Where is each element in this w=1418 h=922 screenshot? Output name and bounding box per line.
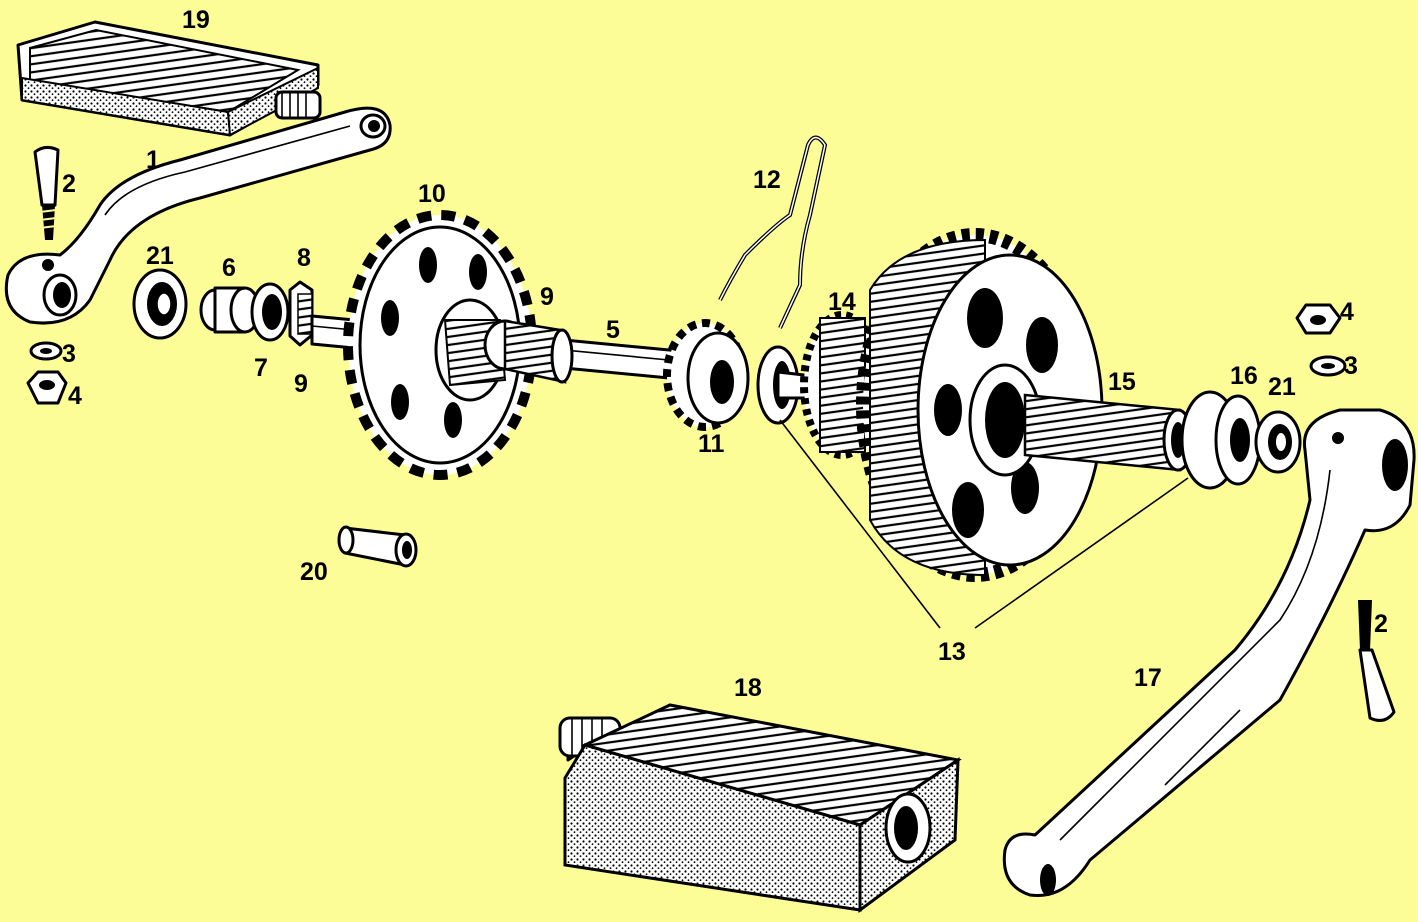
pedal-bottom <box>558 703 962 913</box>
bearing-cup-right <box>1180 390 1262 490</box>
label-15: 15 <box>1108 368 1136 396</box>
label-18: 18 <box>734 674 762 702</box>
label-4-right: 4 <box>1340 298 1354 326</box>
leader-lines <box>779 419 1241 786</box>
nut-left <box>26 370 68 405</box>
label-16: 16 <box>1230 362 1258 390</box>
nut-right <box>1295 303 1342 335</box>
bearing-right <box>1254 410 1302 474</box>
label-17: 17 <box>1134 664 1162 692</box>
label-3-right: 3 <box>1344 352 1358 380</box>
washer-left <box>29 341 63 361</box>
label-21-left: 21 <box>146 242 174 270</box>
cotter-pin-left <box>33 145 60 240</box>
pedal-top-left <box>16 20 322 137</box>
crank-arm-left <box>4 106 392 325</box>
label-3-left: 3 <box>62 340 76 368</box>
chain-sprocket <box>343 210 537 480</box>
label-2-right: 2 <box>1374 610 1388 638</box>
label-19: 19 <box>182 6 210 34</box>
label-5: 5 <box>606 316 620 344</box>
label-7: 7 <box>254 354 268 382</box>
washer-right <box>1309 355 1347 377</box>
label-4-left: 4 <box>68 382 82 410</box>
label-9-left: 9 <box>294 370 308 398</box>
crank-arm-right <box>1002 408 1416 898</box>
label-2-left: 2 <box>62 170 76 198</box>
label-8: 8 <box>297 244 311 272</box>
clutch-cog <box>663 319 750 431</box>
spring-clip <box>718 135 828 329</box>
bushing-sleeve <box>337 525 418 568</box>
label-10: 10 <box>418 180 446 208</box>
label-11: 11 <box>698 430 725 458</box>
label-21-right: 21 <box>1268 373 1296 401</box>
pinion-gear <box>483 319 574 384</box>
large-gear <box>856 228 1104 582</box>
label-6: 6 <box>222 254 236 282</box>
label-12: 12 <box>753 166 781 194</box>
part-labels: 19 1 2 21 6 8 7 9 3 4 10 9 5 11 12 14 15… <box>62 6 1388 702</box>
label-20: 20 <box>300 558 328 586</box>
cotter-pin-right <box>1358 600 1396 722</box>
label-9-right: 9 <box>540 283 554 311</box>
label-1: 1 <box>146 146 160 174</box>
label-14: 14 <box>828 288 856 316</box>
label-13: 13 <box>938 638 966 666</box>
bearing-left <box>132 268 188 340</box>
cone-nut-assembly <box>199 280 314 347</box>
